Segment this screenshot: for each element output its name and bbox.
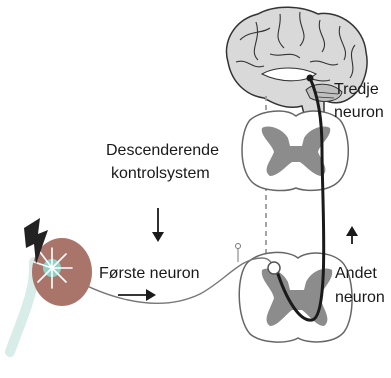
ascending-arrow (346, 226, 358, 244)
synapse (268, 262, 280, 274)
label-first-neuron: Første neuron (99, 264, 199, 284)
upper-spinal-cord-section (242, 111, 348, 190)
label-second-line1: Andet (335, 264, 377, 284)
label-second-line2: neuron (335, 288, 385, 308)
descending-arrow (152, 208, 164, 242)
label-third-line1: Tredje (334, 80, 379, 100)
dorsal-root-ganglion (236, 244, 241, 249)
third-neuron-terminal (307, 75, 314, 82)
label-third-line2: neuron (334, 103, 384, 123)
label-descending-line1: Descenderende (106, 141, 219, 161)
label-descending-line2: kontrolsystem (111, 164, 210, 184)
pain-receptor-icon (10, 238, 92, 352)
